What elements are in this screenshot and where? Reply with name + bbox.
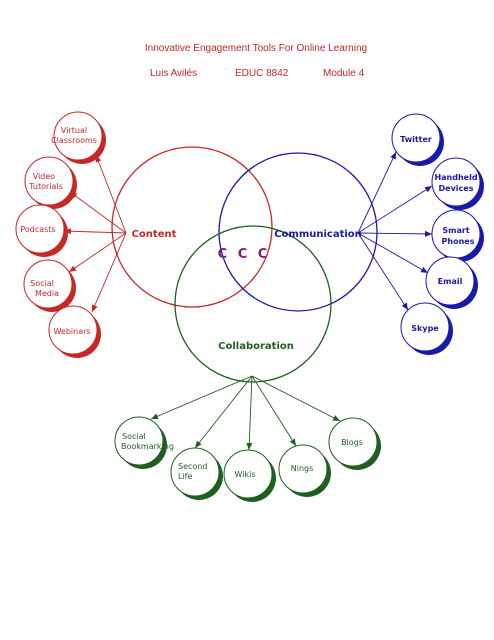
communication-item-email: Email [425, 256, 478, 309]
content-arrow-1 [69, 191, 127, 234]
svg-text:Skype: Skype [411, 324, 439, 333]
content-arrow-4 [91, 232, 127, 313]
content-arrow-3 [68, 232, 127, 273]
svg-text:Email: Email [438, 277, 463, 286]
content-arrow-0 [95, 154, 127, 234]
content-label: Content [132, 229, 177, 240]
collaboration-item-wikis: Wikis [223, 449, 276, 502]
collaboration-arrow-4 [251, 375, 341, 422]
content-item-podcasts: Podcasts [15, 204, 68, 257]
collaboration-arrows [150, 375, 341, 451]
svg-text:Twitter: Twitter [400, 135, 432, 144]
content-arrows [63, 154, 127, 313]
collaboration-label: Collaboration [218, 341, 294, 352]
svg-text:Podcasts: Podcasts [20, 225, 55, 234]
collaboration-item-blogs: Blogs [328, 417, 381, 470]
communication-arrow-1 [357, 185, 433, 234]
author-name: Luis Avilés [150, 68, 197, 79]
content-arrow-2 [63, 228, 127, 235]
communication-arrow-4 [357, 232, 409, 311]
communication-item-twitter: Twitter [391, 113, 444, 166]
diagram-title: Innovative Engagement Tools For Online L… [145, 43, 367, 54]
collaboration-arrow-0 [150, 375, 253, 420]
collaboration-arrow-2 [246, 375, 253, 451]
communication-arrows [357, 151, 433, 311]
communication-item-skype: Skype [400, 302, 453, 355]
svg-text:Blogs: Blogs [341, 438, 363, 447]
svg-text:Nings: Nings [291, 464, 314, 473]
module-label: Module 4 [323, 68, 365, 79]
content-item-webinars: Webinars [48, 305, 101, 358]
content-circle [111, 146, 273, 308]
collaboration-arrow-1 [194, 375, 253, 449]
collaboration-arrow-3 [251, 375, 297, 447]
communication-arrow-0 [357, 151, 397, 234]
center-ccc-label: C C C [218, 247, 271, 262]
communication-label: Communication [274, 229, 362, 240]
collaboration-circle [174, 225, 332, 383]
svg-text:Wikis: Wikis [235, 470, 256, 479]
communication-arrow-2 [357, 230, 433, 237]
course-code: EDUC 8842 [235, 68, 289, 79]
communication-arrow-3 [357, 232, 429, 274]
svg-text:Webinars: Webinars [53, 327, 90, 336]
communication-circle [218, 152, 378, 312]
collaboration-item-nings: Nings [278, 444, 331, 497]
